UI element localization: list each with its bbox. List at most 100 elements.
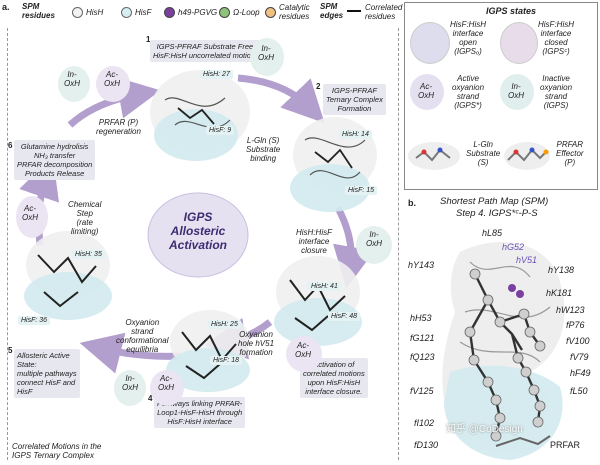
res-hK181: hK181: [546, 288, 573, 298]
oxh-in-4: [114, 370, 146, 406]
step-1-caption: IGPS-PFRAF Substrate Free: HisF:HisH unc…: [150, 40, 262, 62]
state-open-label: HisF:HisH interface open (IGPSₒ): [450, 20, 486, 56]
prfar-label: PRFAR: [550, 440, 581, 450]
bottom-left-caption: Correlated Motions in the IGPS Ternary C…: [12, 442, 102, 460]
label-equilibria: Oxyanion strand conformational equilibri…: [116, 318, 169, 354]
state-open-blob: [410, 22, 450, 64]
oxh-ac-4: [16, 196, 48, 238]
ligand-substrate-icon: [408, 142, 460, 170]
step-6-number: 6: [8, 141, 13, 150]
res-hL85: hL85: [482, 228, 503, 238]
legend-pgvg: h49-PGVG: [178, 8, 218, 17]
step-1-number: 1: [146, 35, 151, 44]
res-hG52: hG52: [502, 242, 525, 252]
chip-s4-hisF: HisF: 18: [210, 356, 243, 365]
step-5-caption: Allosteric Active State: multiple pathwa…: [14, 349, 80, 398]
protein-state-3: [274, 256, 362, 346]
label-oxyanion-hole: Oxyanion hole hV51 formation: [238, 330, 275, 357]
res-fI102: fI102: [414, 418, 435, 428]
legend-oloop: Ω-Loop: [233, 8, 260, 17]
res-hY143: hY143: [408, 260, 435, 270]
res-hF49: hF49: [570, 368, 591, 378]
effector-label: PRFAR Effector (P): [556, 140, 584, 167]
oloop-swatch-icon: [219, 7, 230, 18]
panel-b-letter: b.: [408, 198, 416, 208]
pgvg-swatch-icon: [164, 7, 175, 18]
label-regeneration: PRFAR (P) regeneration: [96, 118, 141, 136]
label-interface-closure: HisH:HisF interface closure: [296, 228, 332, 255]
states-box-title: IGPS states: [486, 6, 537, 16]
oxh-ac-4-label: Ac- OxH: [22, 204, 38, 222]
chip-s1-hisH: HisH: 27: [200, 70, 233, 79]
substrate-label: L-Gln Substrate (S): [466, 140, 501, 167]
ligand-effector-icon: [504, 142, 550, 170]
legend-spm-edges: SPM edges: [320, 2, 344, 20]
oxh-in-2: [250, 38, 284, 76]
res-hH53: hH53: [410, 313, 432, 323]
res-fP76: fP76: [566, 320, 585, 330]
center-ellipse: [147, 192, 249, 278]
panel-b-structure: [442, 242, 565, 460]
oxh-ac-3: [150, 370, 184, 406]
oxh-ac-1-label: Ac- OxH: [104, 70, 120, 88]
chip-s1-hisF: HisF: 9: [206, 126, 235, 135]
legend-spm-residues: SPM residues: [22, 2, 55, 20]
step-4-number: 4: [148, 394, 153, 403]
arrow-1-2: [237, 74, 325, 124]
step-2-number: 2: [316, 82, 321, 91]
oxh-in-3: [356, 226, 392, 264]
state-ac-label: Ac- OxH: [418, 82, 434, 100]
chip-s3-hisF: HisF: 48: [328, 312, 361, 321]
label-chemical-step: Chemical Step (rate limiting): [68, 200, 102, 236]
step-5-number: 5: [8, 346, 13, 355]
chip-s5-hisF: HisF: 36: [18, 316, 51, 325]
state-in-blob: [500, 74, 534, 110]
center-line-3: Activation: [168, 238, 227, 252]
protein-state-1: [150, 70, 250, 161]
center-line-1: IGPS: [183, 210, 213, 224]
res-fG121: fG121: [410, 333, 435, 343]
state-closed-blob: [500, 22, 538, 64]
state-inactive-label: Inactive oxyanion strand (IGPS): [540, 74, 573, 110]
oxh-ac-2-label: Ac- OxH: [295, 341, 311, 359]
oxh-in-1-label: In- OxH: [64, 70, 80, 88]
step-6-caption: Glutamine hydrolisis NH₃ transfer PRFAR …: [14, 140, 96, 180]
arrow-6-1: [67, 77, 161, 128]
watermark: 知乎 @CoDesign: [446, 424, 523, 435]
res-fV100: fV100: [566, 336, 590, 346]
state-ac-blob: [410, 74, 444, 110]
chip-s4-hisH: HisH: 25: [208, 320, 241, 329]
oxh-in-3-label: In- OxH: [366, 230, 382, 248]
oxh-in-2-label: In- OxH: [258, 44, 274, 62]
res-fV125: fV125: [410, 386, 434, 396]
legend-correlated: Correlated residues: [365, 3, 403, 21]
protein-state-5: [24, 231, 112, 320]
res-fQ123: fQ123: [410, 352, 435, 362]
center-line-2: Allosteric: [170, 224, 226, 238]
legend-hisF: HisF: [135, 8, 152, 17]
hisH-swatch-icon: [72, 7, 83, 18]
res-hV51: hV51: [516, 255, 538, 265]
panel-b-subtitle: Step 4. IGPS*ᶜ-P-S: [456, 208, 538, 219]
state-closed-label: HisF:HisH interface closed (IGPSᶜ): [538, 20, 574, 56]
state-in-label: In- OxH: [508, 82, 524, 100]
chip-s2-hisH: HisH: 14: [339, 130, 372, 139]
res-fL50: fL50: [570, 386, 588, 396]
legend-catalytic: Catalytic residues: [279, 3, 310, 21]
arrow-4-5: [79, 332, 181, 374]
res-fV79: fV79: [570, 352, 589, 362]
arrow-2-3: [333, 206, 375, 289]
chip-s5-hisH: HisH: 35: [72, 250, 105, 259]
oxh-ac-2: [286, 336, 322, 372]
oxh-ac-3-label: Ac- OxH: [158, 374, 174, 392]
chip-s2-hisF: HisF: 15: [345, 186, 378, 195]
chip-s3-hisH: HisH: 41: [308, 282, 341, 291]
hisF-swatch-icon: [121, 7, 132, 18]
state-active-label: Active oxyanion strand (IGPS*): [452, 74, 485, 110]
oxh-ac-1: [96, 66, 130, 102]
label-lgln-binding: L-Gln (S) Substrate binding: [246, 136, 281, 163]
legend-hisH: HisH: [86, 8, 104, 17]
res-hW123: hW123: [556, 305, 585, 315]
edge-line-icon: [347, 10, 361, 12]
